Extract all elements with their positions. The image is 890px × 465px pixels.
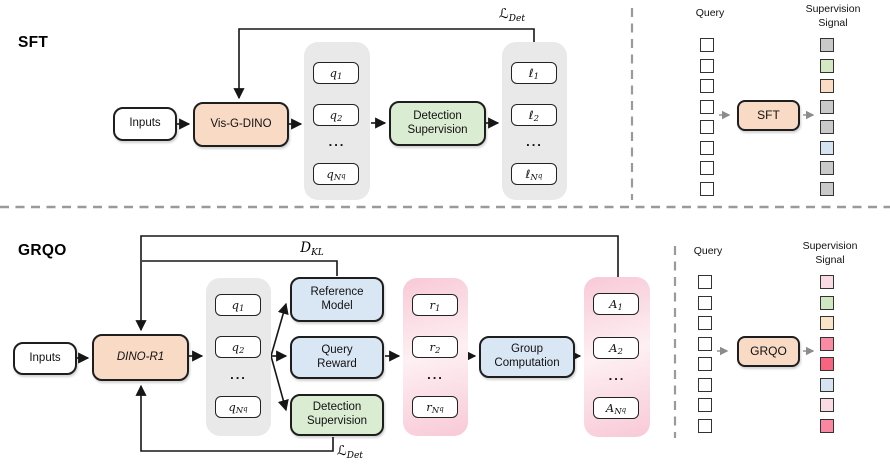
- grqo-inputs-box: Inputs: [13, 342, 77, 375]
- sft-query-square-4: [700, 99, 714, 114]
- sft-loss-label: ℒDet: [499, 6, 525, 24]
- grqo-section-label: GRQO: [18, 242, 67, 259]
- sft-section-label: SFT: [18, 34, 49, 51]
- ellipsis: ...: [230, 367, 247, 382]
- arrow-fan-to-detsup: [270, 355, 289, 412]
- grqo-query-square-4: [698, 336, 712, 351]
- grqo-query-square-5: [698, 357, 712, 371]
- ellipsis: ...: [427, 367, 444, 382]
- sft-model-box: Vis-G-DINO: [193, 102, 289, 147]
- arrow-fan-to-reference-model: [270, 302, 289, 357]
- sft-signal-heading: Supervision Signal: [805, 3, 861, 29]
- grqo-signal-heading: Supervision Signal: [802, 240, 858, 266]
- grqo-panel-box: GRQO: [737, 336, 800, 367]
- sft-inputs-box: Inputs: [113, 107, 177, 141]
- grqo-query-column: [698, 275, 712, 439]
- grqo-signal-square-5: [820, 357, 834, 371]
- sft-query-square-5: [700, 120, 714, 134]
- grqo-reference-model-box: Reference Model: [290, 277, 384, 322]
- grqo-group-computation-box: Group Computation: [479, 336, 575, 378]
- sft-panel-box: SFT: [737, 100, 800, 131]
- grqo-query-square-7: [698, 398, 712, 412]
- sft-detection-supervision-box: Detection Supervision: [389, 101, 486, 146]
- grqo-signal-square-7: [820, 398, 834, 412]
- grqo-signal-square-4: [820, 336, 834, 351]
- ellipsis: ...: [526, 134, 543, 149]
- sft-query-square-8: [700, 181, 714, 196]
- sft-query-square-1: [700, 38, 714, 52]
- grqo-query-reward-box: Query Reward: [290, 336, 384, 379]
- grqo-signal-square-8: [820, 418, 834, 433]
- grqo-kl-label: DKL: [300, 240, 324, 258]
- sft-signal-square-1: [820, 38, 834, 52]
- sft-signal-square-8: [820, 181, 834, 196]
- grqo-detection-supervision-box: Detection Supervision: [290, 394, 384, 436]
- grqo-query-square-3: [698, 316, 712, 330]
- sft-signal-square-3: [820, 79, 834, 93]
- sft-signal-square-6: [820, 140, 834, 155]
- grqo-query-square-1: [698, 275, 712, 289]
- sft-loss-feedback-line: [233, 28, 535, 100]
- sft-query-square-2: [700, 58, 714, 73]
- sft-query-square-6: [700, 140, 714, 155]
- grqo-query-square-8: [698, 418, 712, 433]
- grqo-signal-square-3: [820, 316, 834, 330]
- sft-query-square-7: [700, 161, 714, 175]
- sft-query-column: [700, 38, 714, 202]
- sft-query-square-3: [700, 79, 714, 93]
- ellipsis: ...: [608, 368, 626, 383]
- grqo-model-box: DINO-R1: [92, 334, 189, 381]
- sft-signal-square-5: [820, 120, 834, 134]
- sft-signal-square-2: [820, 58, 834, 73]
- sft-signal-square-7: [820, 161, 834, 175]
- grqo-query-square-6: [698, 377, 712, 392]
- sft-query-heading: Query: [695, 7, 725, 19]
- grqo-query-heading: Query: [693, 245, 723, 257]
- ellipsis: ...: [328, 134, 346, 149]
- sft-signal-square-4: [820, 99, 834, 114]
- grqo-signal-column: [820, 275, 834, 439]
- grqo-signal-square-6: [820, 377, 834, 392]
- grqo-signal-square-1: [820, 275, 834, 289]
- grqo-kl-line: [142, 260, 338, 276]
- grqo-loss-label: ℒDet: [337, 443, 363, 461]
- sft-signal-column: [820, 38, 834, 202]
- grqo-signal-square-2: [820, 295, 834, 310]
- grqo-query-square-2: [698, 295, 712, 310]
